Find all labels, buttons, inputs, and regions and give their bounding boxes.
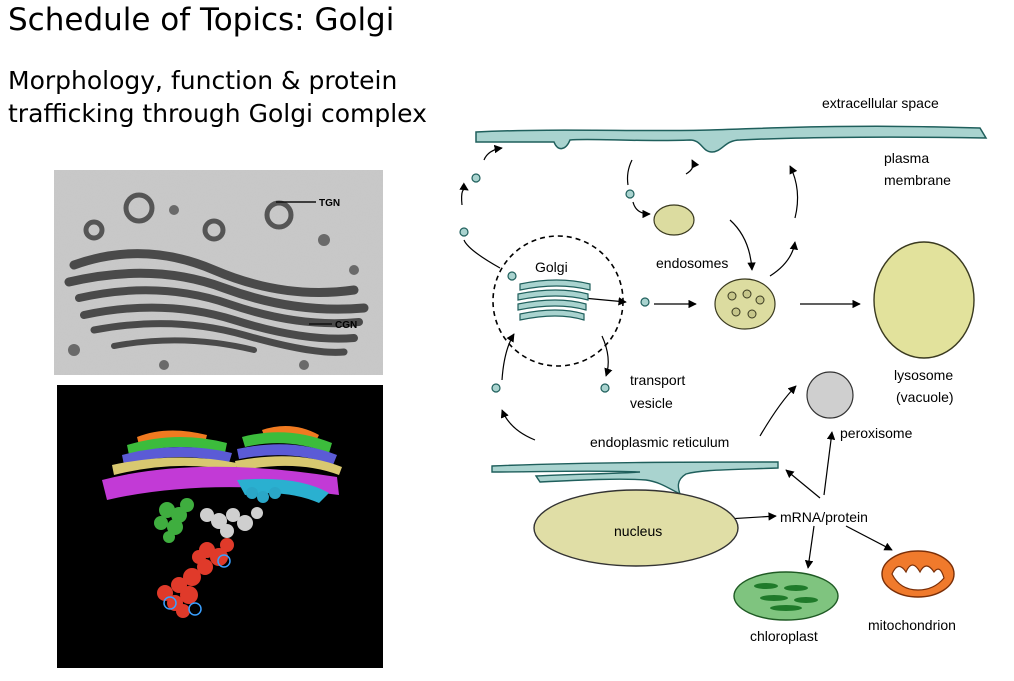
chloroplast-thylakoids xyxy=(754,583,818,611)
golgi-electron-micrograph: TGN CGN xyxy=(54,170,383,375)
endosome-intraluminal-vesicles xyxy=(727,289,765,319)
label-endoplasmic-reticulum: endoplasmic reticulum xyxy=(590,434,729,450)
cgn-label: CGN xyxy=(335,320,357,331)
lysosome xyxy=(873,241,975,359)
plasma-membrane xyxy=(475,125,988,153)
small-vesicles xyxy=(68,205,359,370)
endoplasmic-reticulum xyxy=(491,461,779,496)
label-extracellular-space: extracellular space xyxy=(822,95,939,111)
label-plasma-membrane-2: membrane xyxy=(884,172,951,188)
label-transport-vesicle-2: vesicle xyxy=(630,395,673,411)
chloroplast xyxy=(733,571,839,621)
peroxisome xyxy=(806,371,854,419)
label-chloroplast: chloroplast xyxy=(750,628,818,644)
label-endosomes: endosomes xyxy=(656,255,728,271)
label-transport-vesicle-1: transport xyxy=(630,372,685,388)
nucleus xyxy=(533,489,739,567)
slide-subtitle: Morphology, function & protein trafficki… xyxy=(8,64,427,130)
subtitle-line-1: Morphology, function & protein xyxy=(8,66,398,95)
label-mrna-protein: mRNA/protein xyxy=(780,509,868,525)
late-endosome xyxy=(714,278,776,330)
label-peroxisome: peroxisome xyxy=(840,425,913,441)
label-mitochondrion: mitochondrion xyxy=(868,617,956,633)
label-golgi: Golgi xyxy=(535,259,568,275)
golgi-3d-model xyxy=(57,385,383,668)
tgn-label: TGN xyxy=(319,198,340,209)
model-cisternae xyxy=(102,426,342,503)
golgi-boundary xyxy=(492,235,624,367)
early-endosome xyxy=(653,204,695,236)
slide-title: Schedule of Topics: Golgi xyxy=(8,2,395,38)
subtitle-line-2: trafficking through Golgi complex xyxy=(8,99,427,128)
label-nucleus: nucleus xyxy=(614,523,662,539)
protein-trafficking-diagram: extracellular space plasma membrane Golg… xyxy=(459,95,988,644)
model-vesicle-clusters xyxy=(154,487,281,618)
mitochondrion-cristae xyxy=(891,564,945,591)
golgi-cisternae xyxy=(64,249,369,356)
label-lysosome-1: lysosome xyxy=(894,367,953,383)
secretory-vesicles xyxy=(459,173,650,393)
tgn-vesicles xyxy=(83,192,294,242)
label-lysosome-2: (vacuole) xyxy=(896,389,954,405)
label-plasma-membrane-1: plasma xyxy=(884,150,929,166)
golgi-stack xyxy=(517,279,591,321)
